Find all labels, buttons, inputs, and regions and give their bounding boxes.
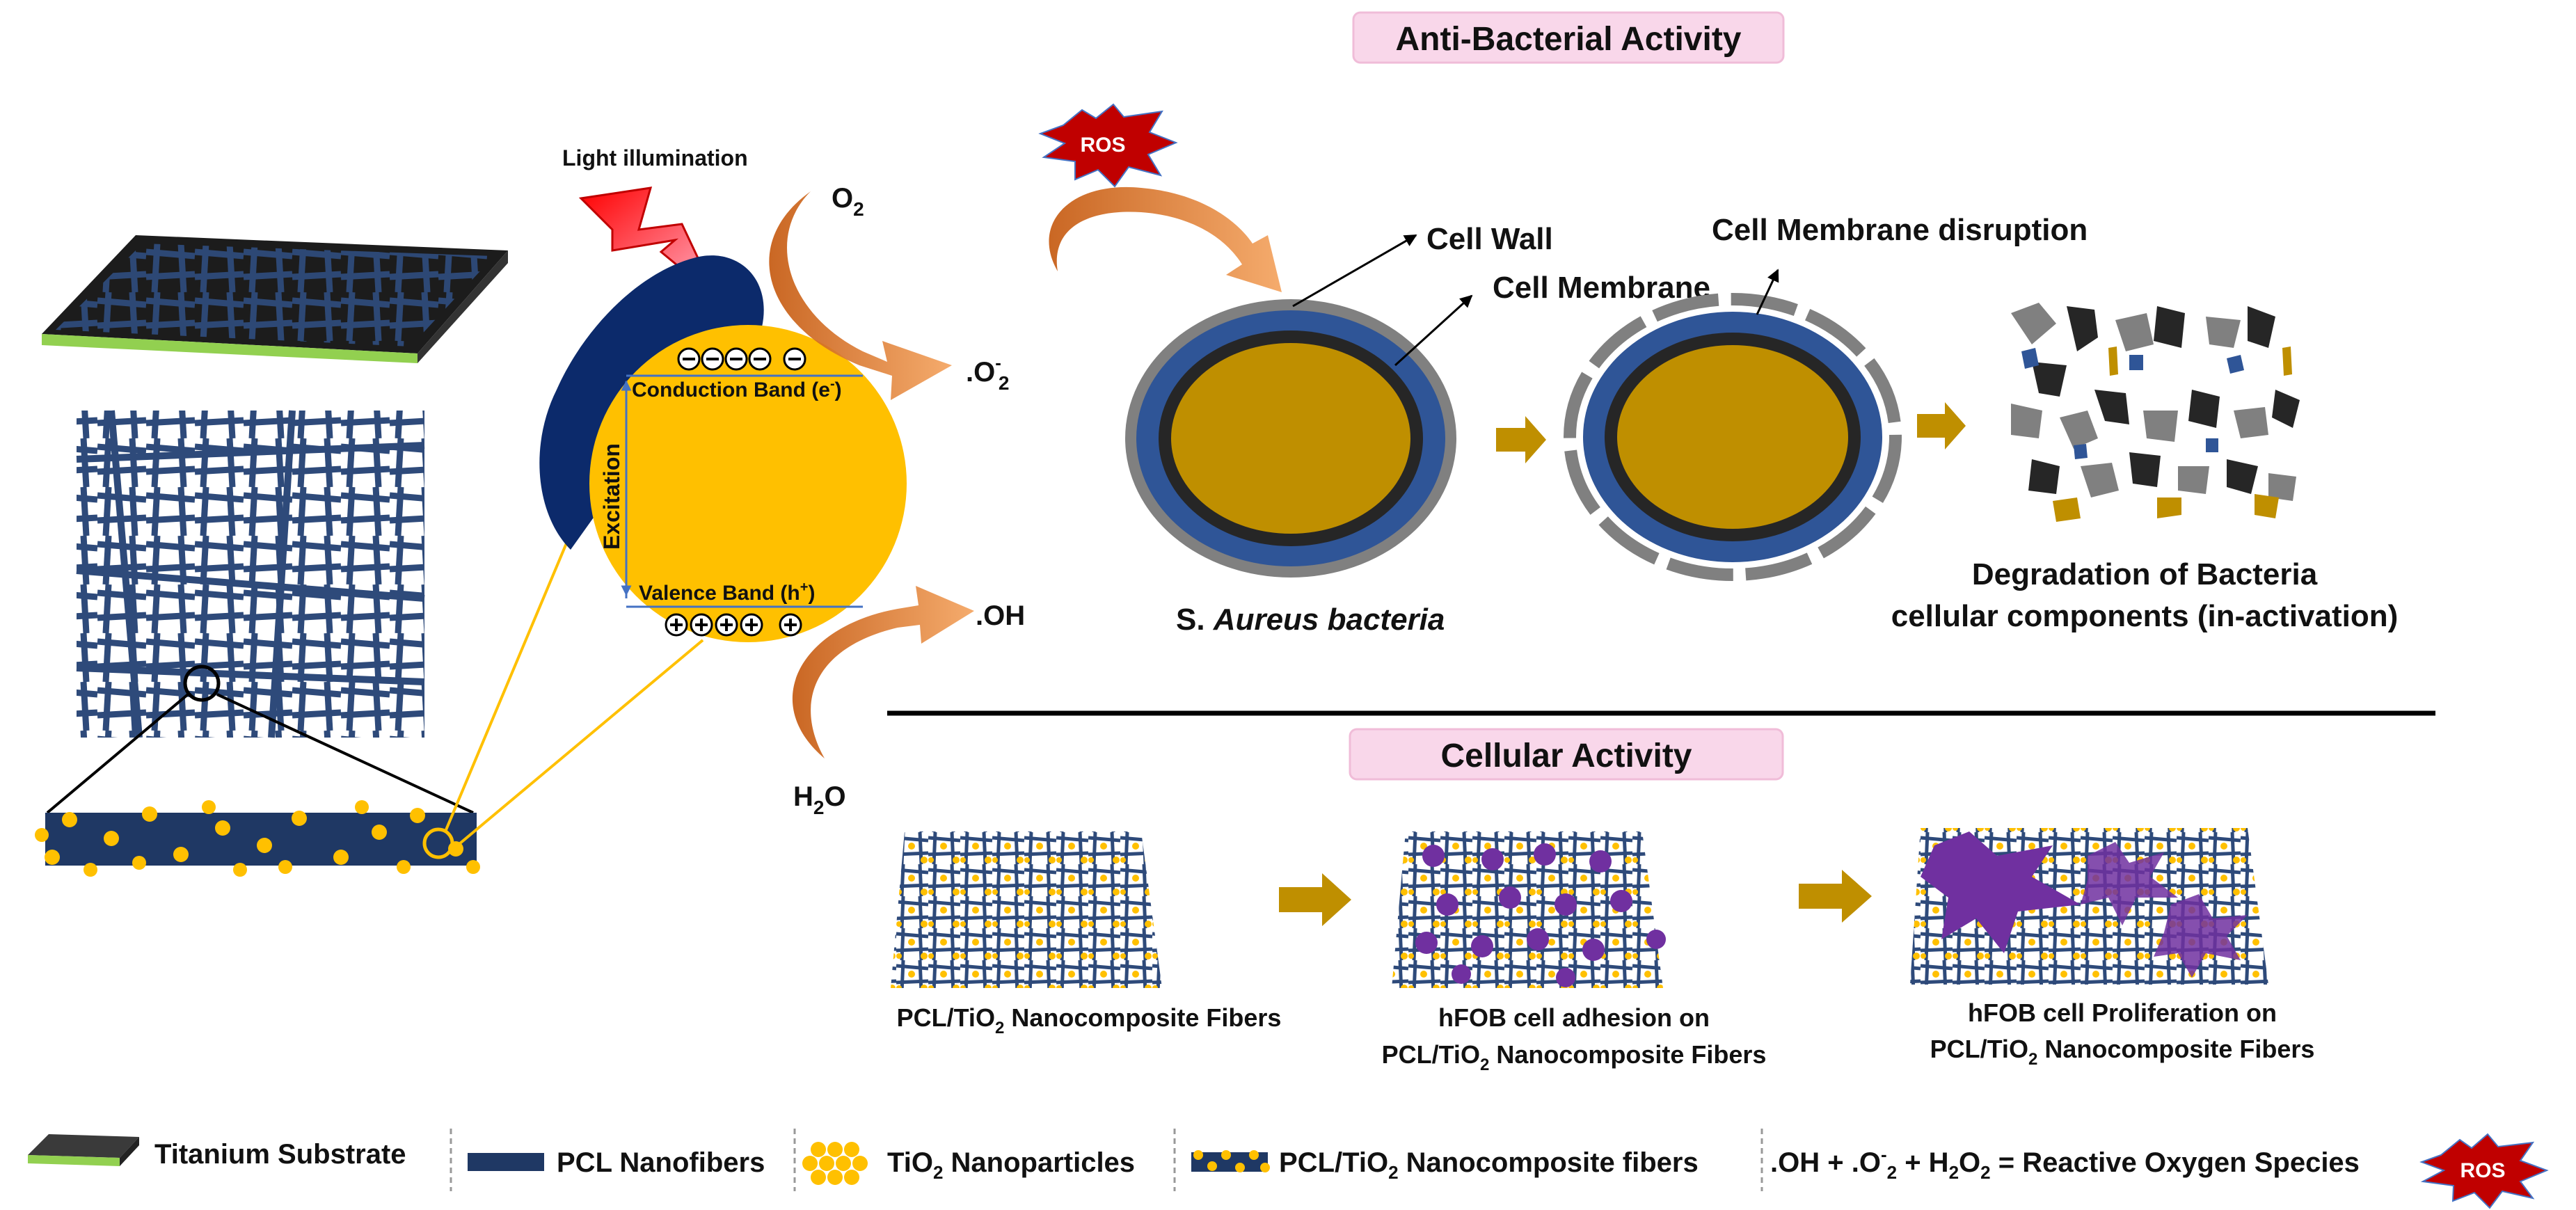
stage2-label-1: hFOB cell adhesion on xyxy=(1438,1003,1710,1032)
light-illumination-label: Light illumination xyxy=(562,145,748,170)
progress-arrow-4 xyxy=(1799,870,1872,923)
legend-pcl-icon xyxy=(468,1153,544,1171)
ros-label-legend: ROS xyxy=(2460,1159,2505,1182)
species-label: S. Aureus bacteria xyxy=(1176,603,1445,637)
stage3-label-2: PCL/TiO2 Nanocomposite Fibers xyxy=(1930,1035,2315,1069)
pcl-nanofiber-mesh xyxy=(76,410,425,738)
legend-composite-icon xyxy=(1191,1150,1270,1172)
legend-pcl-label: PCL Nanofibers xyxy=(557,1147,765,1178)
bacteria-fragments xyxy=(2011,303,2300,522)
progress-arrow-1 xyxy=(1496,416,1546,463)
cell-wall-label: Cell Wall xyxy=(1426,222,1553,256)
legend-tio2-label: TiO2 Nanoparticles xyxy=(887,1147,1135,1183)
composite-mesh-stage-1 xyxy=(891,831,1162,988)
cellular-title: Cellular Activity xyxy=(1440,738,1692,774)
cell-wall-pointer xyxy=(1292,234,1417,308)
h2o-reaction-arrow xyxy=(792,586,974,758)
legend-titanium-icon xyxy=(28,1134,139,1166)
hole-symbols xyxy=(665,613,802,637)
cell-membrane-label: Cell Membrane xyxy=(1493,271,1710,305)
superoxide-label: .O-2 xyxy=(966,352,1009,394)
valence-band-label: Valence Band (h+) xyxy=(639,580,815,605)
cell-membrane-pointer xyxy=(1394,294,1473,367)
ros-burst-top: ROS xyxy=(1038,103,1178,188)
ros-attack-arrow xyxy=(1049,186,1282,292)
stage1-label: PCL/TiO2 Nanocomposite Fibers xyxy=(897,1003,1282,1037)
membrane-disruption-label: Cell Membrane disruption xyxy=(1712,213,2088,247)
stage2-label-2: PCL/TiO2 Nanocomposite Fibers xyxy=(1382,1040,1767,1074)
titanium-substrate-3d xyxy=(42,235,508,363)
composite-mesh-stage-2 xyxy=(1392,831,1666,988)
o2-reaction-arrow xyxy=(769,191,952,400)
h2o-label: H2O xyxy=(793,781,846,818)
antibacterial-title-box xyxy=(1352,11,1785,64)
degradation-label-1: Degradation of Bacteria xyxy=(1972,557,2318,591)
progress-arrow-2 xyxy=(1917,402,1966,449)
legend: Titanium Substrate PCL Nanofibers TiO2 N… xyxy=(28,1129,2549,1209)
bacterium-disrupted xyxy=(1564,293,1902,581)
composite-mesh-stage-3 xyxy=(1910,828,2268,985)
antibacterial-title: Anti-Bacterial Activity xyxy=(1395,21,1741,58)
stage3-label-1: hFOB cell Proliferation on xyxy=(1968,998,2277,1027)
excitation-label: Excitation xyxy=(599,443,624,550)
legend-titanium-label: Titanium Substrate xyxy=(154,1139,406,1170)
legend-ros-burst-icon: ROS xyxy=(2419,1133,2549,1209)
ros-label-top: ROS xyxy=(1080,134,1125,157)
legend-composite-label: PCL/TiO2 Nanocomposite fibers xyxy=(1279,1147,1699,1183)
electron-symbols xyxy=(677,347,806,371)
bacterium-intact xyxy=(1125,299,1456,578)
conduction-band-label: Conduction Band (e-) xyxy=(632,376,842,401)
progress-arrow-3 xyxy=(1279,873,1351,926)
cellular-title-box xyxy=(1349,728,1784,781)
zoom-callout xyxy=(46,664,474,814)
composite-fiber-crosssection xyxy=(35,800,480,877)
tio2-particle-band-diagram xyxy=(589,325,907,642)
membrane-disruption-pointer xyxy=(1756,269,1779,315)
degradation-label-2: cellular components (in-activation) xyxy=(1891,599,2399,633)
legend-tio2-icon xyxy=(802,1142,868,1185)
legend-ros-equation: .OH + .O-2 + H2O2 = Reactive Oxygen Spec… xyxy=(1770,1144,2360,1183)
hydroxyl-label: .OH xyxy=(976,600,1025,631)
o2-label: O2 xyxy=(832,183,864,220)
